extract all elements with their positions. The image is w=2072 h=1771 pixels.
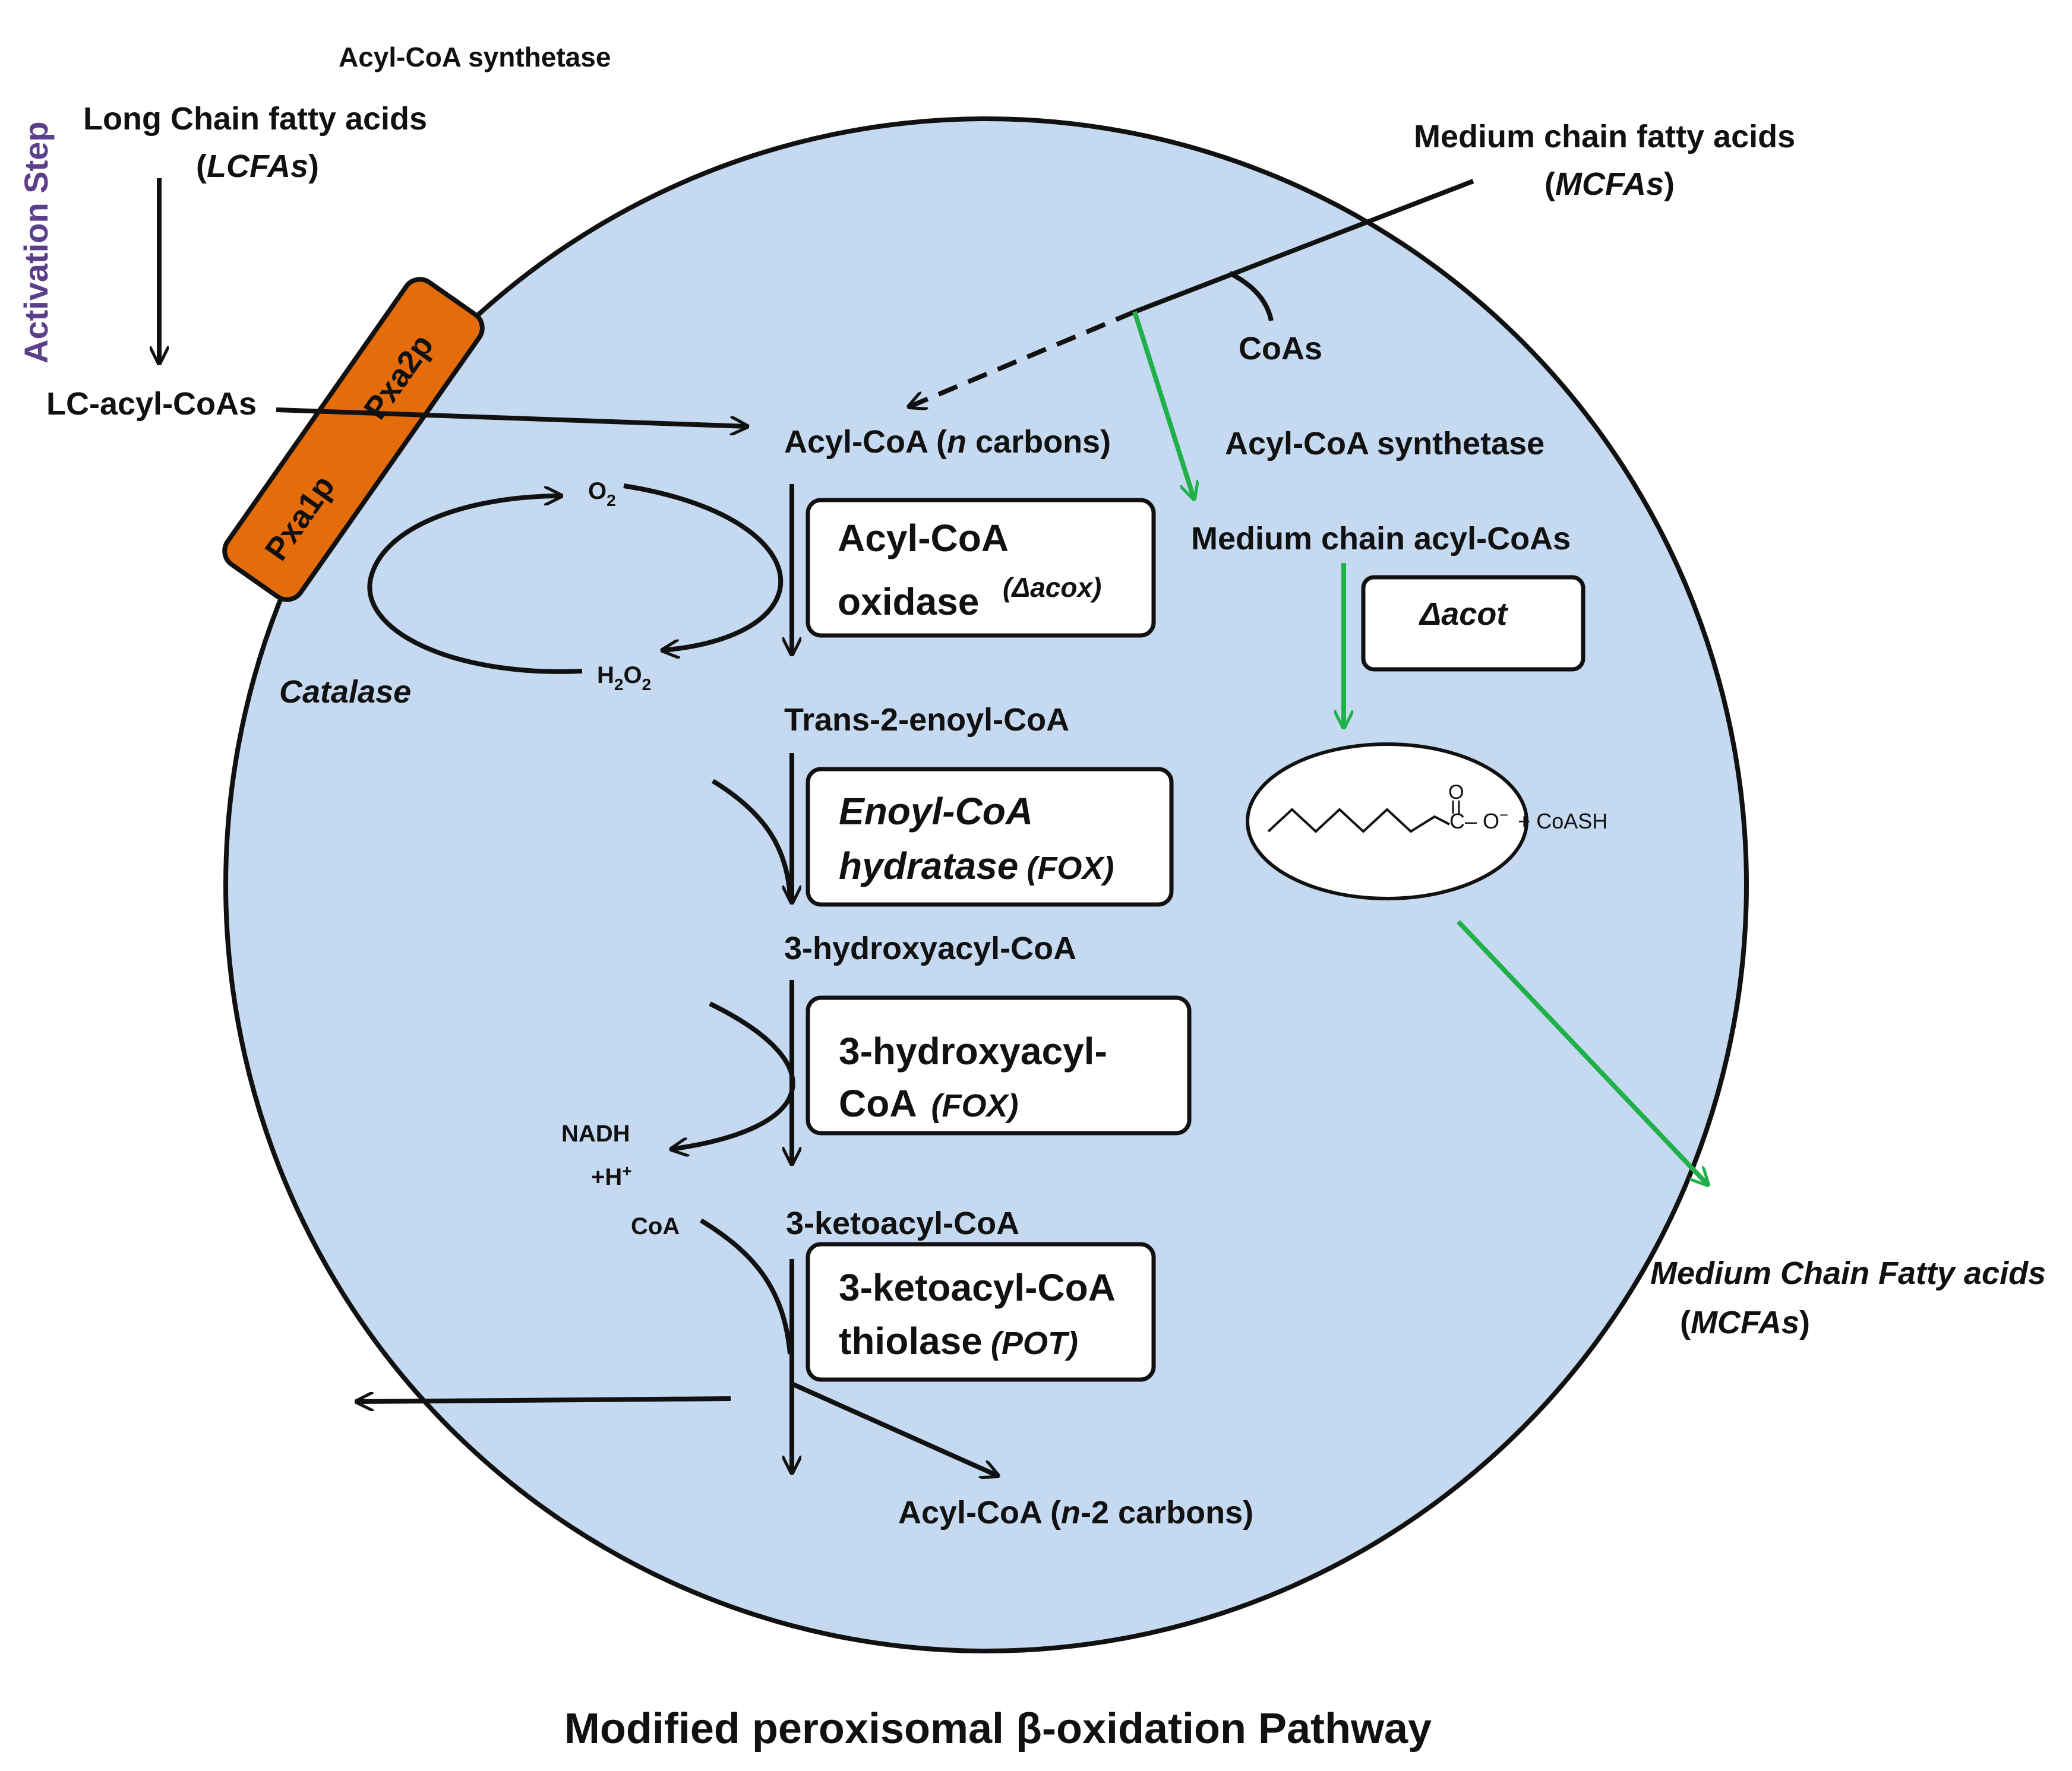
lc-acyl-coas-label: LC-acyl-CoAs (46, 386, 257, 422)
mcfa-in-abbr: (MCFAs) (1544, 166, 1675, 202)
coas-branch-curve (1228, 271, 1274, 321)
coas-label: CoAs (1239, 331, 1322, 366)
lcfa-label: Long Chain fatty acids (83, 101, 427, 137)
pxa-transporter: Pxa2p Pxa1p (222, 277, 485, 602)
dehydrogenase-line2: CoA(FOX) (839, 1082, 1019, 1125)
carboxylate-label: C– O−+ CoASH (1449, 806, 1607, 833)
thiolase-line2: thiolase(POT) (839, 1320, 1078, 1362)
mcfa-in-label: Medium chain fatty acids (1414, 119, 1795, 154)
carbonyl-o: O (1448, 781, 1464, 804)
mcfa-out-abbr: (MCFAs) (1680, 1305, 1810, 1340)
thiolase-line1: 3-ketoacyl-CoA (839, 1266, 1116, 1309)
activation-step-label: Activation Step (17, 121, 55, 363)
lcfa-abbr: (LCFAs) (196, 148, 319, 184)
o2-to-h2o2-curve (623, 483, 783, 650)
medium-chain-acyl-coas-label: Medium chain acyl-CoAs (1191, 521, 1571, 556)
acyl-coa-n-label: Acyl-CoA (n carbons) (784, 424, 1111, 460)
arrow-lc-acyl-to-acyl-coa (276, 407, 747, 426)
acyl-coa-synthetase-mid: Acyl-CoA synthetase (1225, 426, 1544, 461)
catalase-cycle-arrow (367, 496, 583, 674)
dehydrogenase-line1: 3-hydroxyacyl- (839, 1030, 1107, 1073)
water-input-curve (711, 779, 792, 897)
acot-label: Δacot (1419, 596, 1508, 632)
h-plus-label: +H+ (591, 1162, 632, 1190)
acyl-coa-oxidase-box (806, 498, 1156, 638)
h2o2-label: H2O2 (597, 662, 651, 694)
hydratase-line2: hydratase(FOX) (839, 845, 1114, 887)
mcfa-entry-line (1133, 179, 1474, 314)
acyl-coa-synthetase-top: Acyl-CoA synthetase (339, 42, 611, 72)
nadh-output-curve (671, 1001, 795, 1149)
catalase-label: Catalase (279, 674, 411, 710)
fatty-acid-chain (1267, 808, 1450, 833)
trans-enoyl-label: Trans-2-enoyl-CoA (784, 702, 1069, 738)
acox-gene: (Δacox) (1003, 572, 1101, 603)
transporter-body (222, 277, 485, 602)
ketoacyl-coa-thiolase-box (806, 1242, 1156, 1382)
acox-line1: Acyl-CoA (838, 517, 1009, 559)
enoyl-coa-hydratase-box (806, 767, 1174, 907)
o2-label: O2 (588, 478, 616, 510)
coa-input-curve (699, 1218, 792, 1355)
arrow-acetyl-coa-out (356, 1399, 731, 1402)
fatty-acid-structure-ellipse (1246, 742, 1528, 900)
acot-box (1361, 575, 1585, 672)
acox-line2: oxidase (838, 580, 979, 623)
arrow-mcfa-dashed-to-acyl-coa (909, 309, 1136, 407)
hydroxyacyl-coa-dehydrogenase-box (806, 995, 1192, 1136)
coa-small-label: CoA (631, 1213, 680, 1239)
diagram-title: Modified peroxisomal β-oxidation Pathway (564, 1705, 1432, 1753)
hydroxyacyl-label: 3-hydroxyacyl-CoA (784, 931, 1076, 966)
ketoacyl-label: 3-ketoacyl-CoA (786, 1206, 1019, 1241)
mcfa-out-label: Medium Chain Fatty acids (1650, 1255, 2046, 1291)
nadh-label: NADH (561, 1121, 630, 1147)
green-arrow-to-mcfa-out (1457, 920, 1708, 1185)
acyl-coa-n2-label: Acyl-CoA (n-2 carbons) (898, 1495, 1253, 1530)
hydratase-line1: Enoyl-CoA (839, 790, 1033, 833)
arrow-to-acyl-coa-n2 (791, 1381, 998, 1476)
green-arrow-to-medium-acyl (1132, 311, 1194, 499)
